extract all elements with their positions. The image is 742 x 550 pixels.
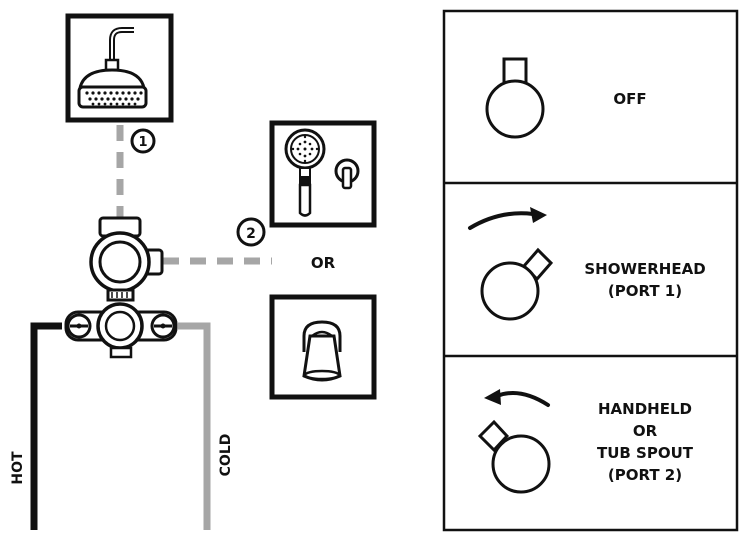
position-off-line: OFF (613, 90, 647, 108)
position-showerhead-line-2: (PORT 1) (607, 282, 683, 300)
handheld-handle-icon (477, 419, 551, 494)
cold-label: COLD (218, 434, 234, 477)
port1-badge: 1 (130, 128, 156, 154)
position-handheld-line-4: (PORT 2) (607, 466, 683, 484)
hot-label: HOT (10, 451, 26, 485)
valve-body (64, 216, 178, 359)
showerhead-box (65, 13, 174, 123)
port2-badge: 2 (236, 217, 266, 247)
cold-supply-pipe (178, 322, 211, 530)
port2-number: 2 (246, 226, 256, 242)
tub-spout-box (269, 294, 377, 400)
diverter-positions-legend (442, 9, 739, 532)
position-handheld-line-3: TUB SPOUT (596, 444, 694, 462)
showerhead-handle-icon (480, 247, 554, 321)
position-showerhead-line-1: SHOWERHEAD (584, 260, 706, 278)
handheld-box (269, 120, 377, 228)
showerhead-icon (77, 27, 148, 109)
clockwise-arrow-icon (468, 207, 547, 230)
off-handle-icon (485, 57, 545, 139)
tub-spout-icon (302, 320, 342, 382)
position-showerhead-label: SHOWERHEAD (PORT 1) (560, 258, 730, 302)
position-off-label: OFF (585, 88, 675, 110)
counterclockwise-arrow-icon (484, 389, 550, 407)
hot-supply-pipe (30, 322, 62, 530)
handheld-shower-icon (284, 128, 360, 217)
position-handheld-line-1: HANDHELD (598, 400, 692, 418)
position-handheld-label: HANDHELD OR TUB SPOUT (PORT 2) (570, 398, 720, 486)
or-label: OR (311, 254, 336, 272)
port1-number: 1 (138, 135, 147, 150)
position-handheld-line-2: OR (632, 422, 658, 440)
